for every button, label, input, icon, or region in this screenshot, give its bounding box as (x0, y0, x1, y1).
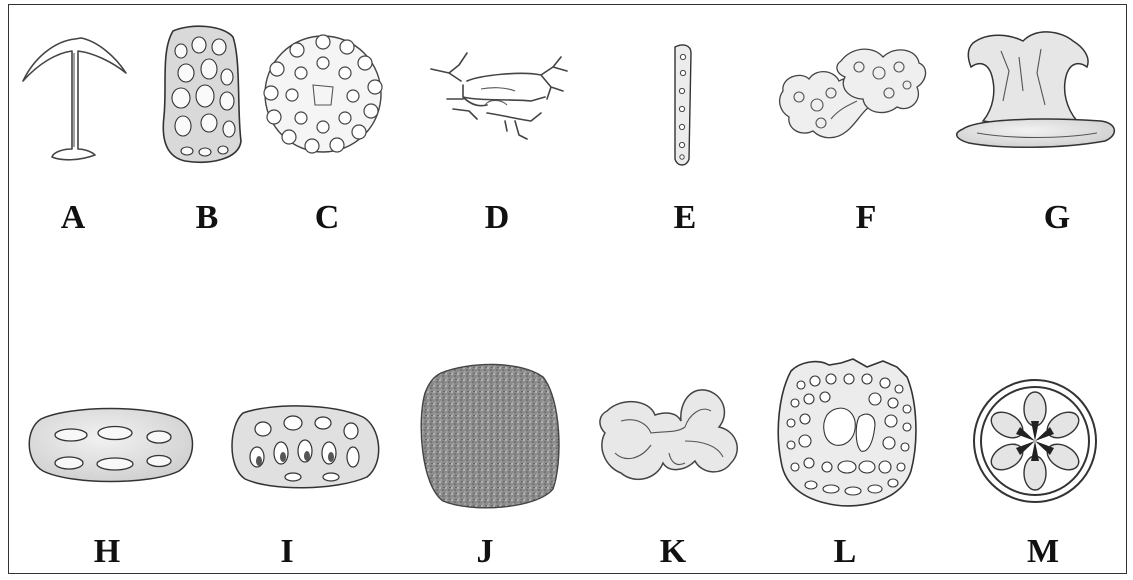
granular-disc-sclerite-j (421, 364, 559, 507)
label-g: G (1044, 201, 1070, 235)
label-e: E (674, 201, 697, 235)
label-d: D (485, 201, 510, 235)
lobed-sclerite-f (780, 49, 926, 138)
label-c: C (315, 201, 340, 235)
table-sclerite-g (957, 32, 1115, 147)
large-perforated-plate-sclerite-l (778, 359, 916, 506)
label-j: J (477, 535, 494, 569)
label-k: K (660, 535, 686, 569)
figure-frame: A B C D E F G H I J K L M (8, 4, 1127, 574)
rod-sclerite-e (675, 45, 691, 165)
sclerite-illustrations (9, 5, 1128, 575)
label-f: F (856, 201, 877, 235)
lobed-plate-sclerite-k (600, 390, 737, 480)
label-h: H (94, 535, 120, 569)
label-a: A (61, 201, 86, 235)
anchor-sclerite-a (23, 38, 126, 160)
perforated-body-sclerite-i (232, 406, 379, 488)
label-l: L (834, 535, 857, 569)
branched-sclerite-d (431, 53, 567, 139)
label-i: I (280, 535, 293, 569)
oval-plate-sclerite-h (29, 409, 192, 482)
wheel-sclerite-m (974, 380, 1096, 502)
label-b: B (196, 201, 219, 235)
label-m: M (1027, 535, 1059, 569)
rosette-sclerite-c (264, 35, 382, 153)
perforated-plate-sclerite-b (163, 26, 241, 162)
